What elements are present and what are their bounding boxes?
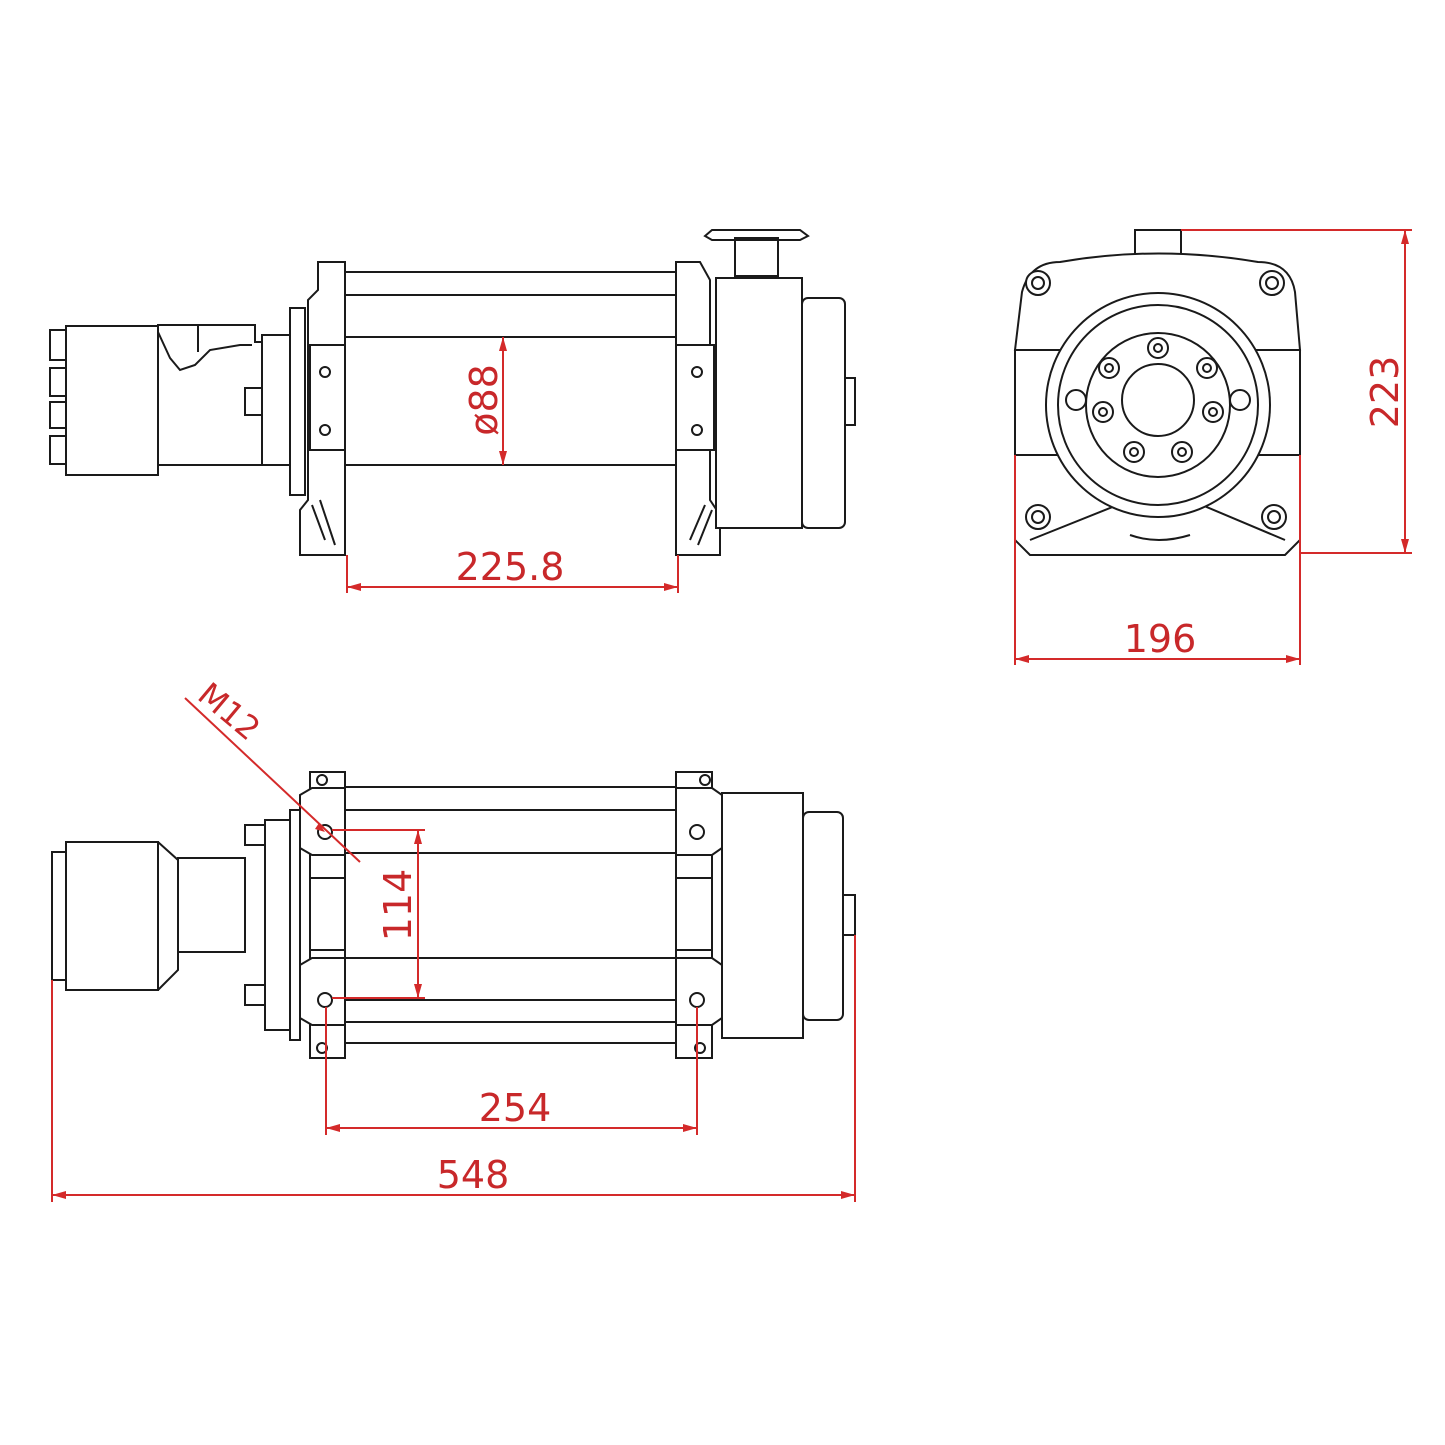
dimension-drum-length: 225.8 — [346, 545, 679, 593]
drum — [345, 271, 676, 466]
dimension-bolt-spacing-long: 254 — [325, 1007, 698, 1135]
bolt-pattern — [1025, 270, 1287, 530]
left-bracket-top — [299, 771, 346, 1059]
overall-length-label: 548 — [437, 1153, 510, 1197]
drum-diameter-label: ø88 — [462, 364, 506, 436]
bolt-spacing-long-label: 254 — [479, 1086, 552, 1130]
left-end-bracket — [299, 261, 346, 556]
dimension-height: 223 — [1181, 229, 1412, 554]
gearbox — [703, 229, 856, 529]
gearbox-top — [721, 792, 856, 1039]
bolt-spacing-short-label: 114 — [376, 869, 420, 942]
dimension-bolt-spacing-short: 114 — [332, 829, 425, 999]
width-label: 196 — [1124, 617, 1197, 661]
top-view: M12 114 254 548 — [51, 675, 856, 1202]
bolt-size-label: M12 — [191, 675, 268, 748]
dimension-overall-length: 548 — [51, 935, 856, 1202]
clutch-switch-icon — [703, 229, 810, 241]
right-end-bracket — [675, 261, 721, 556]
dimension-drum-diameter: ø88 — [462, 337, 507, 465]
height-label: 223 — [1363, 356, 1407, 429]
drum-length-label: 225.8 — [456, 545, 565, 589]
side-view: ø88 225.8 — [49, 229, 856, 593]
drum-top — [345, 786, 676, 1044]
hydraulic-motor-top — [51, 809, 301, 1041]
end-view: 223 196 — [1013, 229, 1412, 665]
right-bracket-top — [675, 771, 723, 1059]
dimension-width: 196 — [1014, 455, 1301, 665]
hydraulic-motor — [49, 307, 306, 496]
